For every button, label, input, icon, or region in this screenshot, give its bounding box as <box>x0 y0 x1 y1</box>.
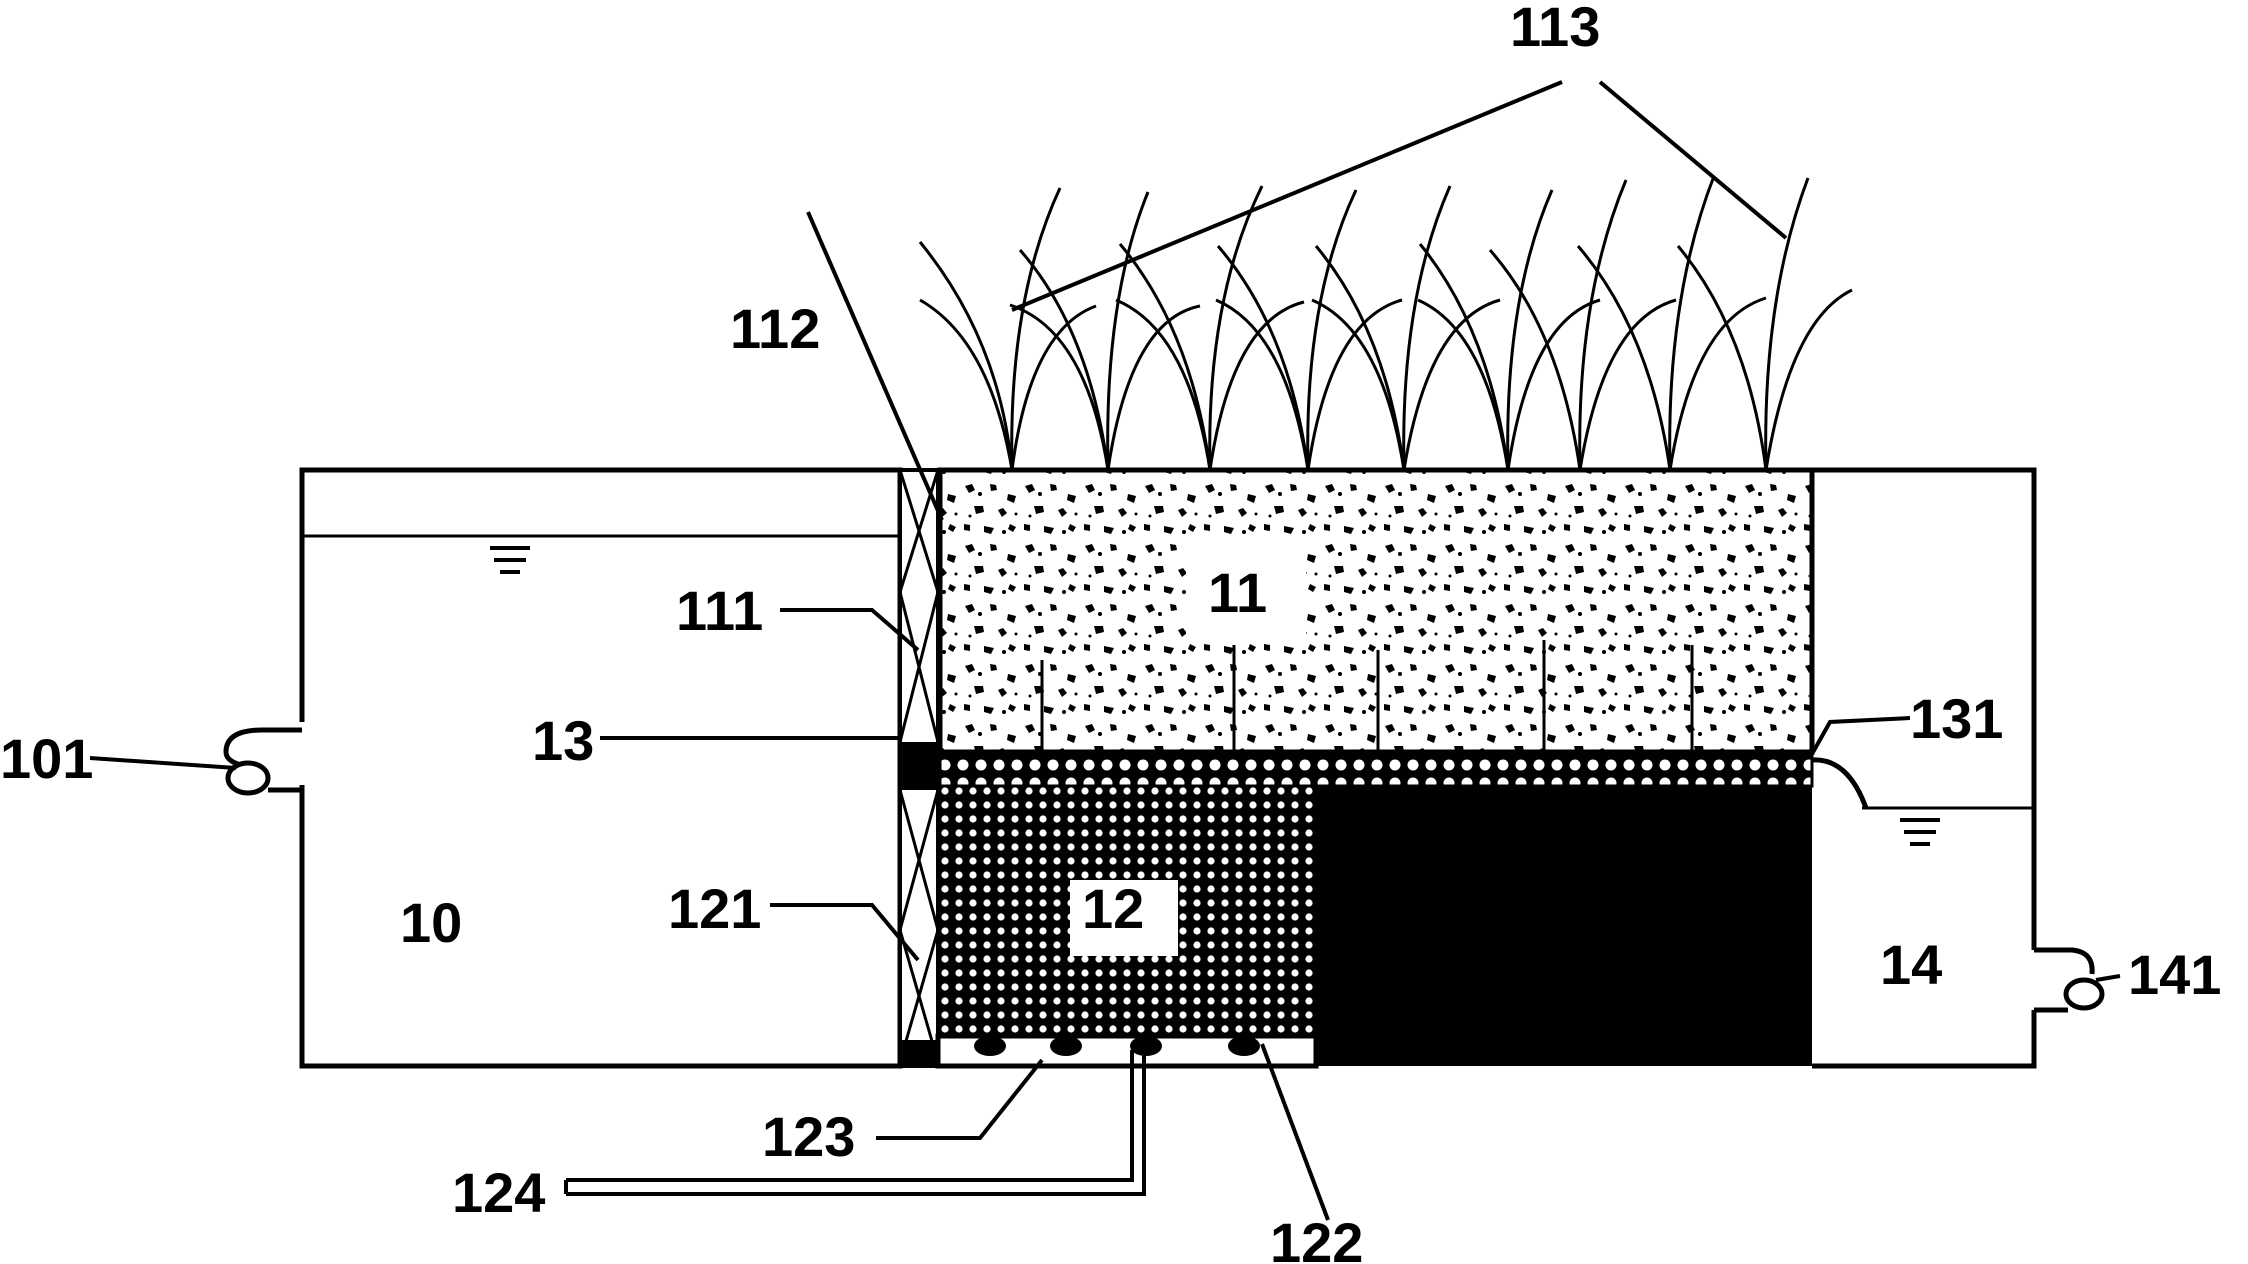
separator-layer <box>938 750 1814 788</box>
leader-lines <box>89 80 2121 1221</box>
overflow-pipe <box>1811 757 1869 809</box>
plant-roots <box>1040 640 1694 752</box>
water-level-icon <box>1900 818 1940 846</box>
wetland-plants <box>918 175 1853 471</box>
water-level-icon <box>490 546 530 574</box>
label-11: 11 <box>1208 561 1267 624</box>
label-141: 141 <box>2128 943 2221 1006</box>
upper-media-layer <box>937 467 1815 755</box>
label-123: 123 <box>762 1105 855 1168</box>
outlet-pipe <box>2034 947 2105 1013</box>
label-14: 14 <box>1880 933 1942 996</box>
outlet-tank <box>1811 467 2105 1069</box>
label-111: 111 <box>676 579 763 642</box>
label-10: 10 <box>400 891 462 954</box>
label-13: 13 <box>532 709 594 772</box>
aeration-diffusers <box>974 1036 1260 1056</box>
label-113: 113 <box>1510 0 1600 58</box>
filter-walls <box>898 468 940 1068</box>
label-12: 12 <box>1082 877 1144 940</box>
lower-media-layer <box>564 786 1812 1196</box>
label-112: 112 <box>730 297 820 360</box>
inlet-pipe <box>223 727 302 796</box>
label-131: 131 <box>1910 687 2003 750</box>
label-124: 124 <box>452 1161 545 1224</box>
air-supply-pipe <box>564 1050 1146 1196</box>
label-122: 122 <box>1270 1211 1363 1264</box>
label-101: 101 <box>0 727 93 790</box>
label-121: 121 <box>668 877 761 940</box>
